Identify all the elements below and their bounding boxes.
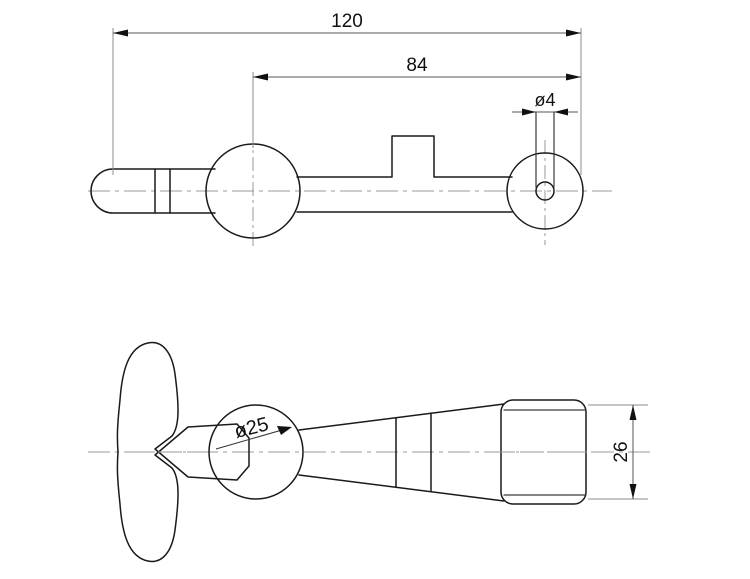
top-view-group: 120 84 ø4 [88, 11, 612, 250]
dim-o25-label: ø25 [232, 413, 271, 443]
dim-84-label: 84 [406, 55, 428, 76]
dim-26-label: 26 [611, 441, 632, 462]
bottom-view-group: ø25 26 [88, 341, 655, 563]
left-cap-extension-lines [169, 168, 216, 214]
left-cap-outline [90, 168, 171, 214]
dim-120-arrow-left [113, 29, 128, 37]
dim-84-arrow-right [566, 73, 581, 81]
dim-o25-leader-line [215, 427, 290, 450]
tapered-shaft-upper-edge [298, 403, 505, 431]
dim-84-arrow-left [253, 73, 268, 81]
dim-26-arrow-top [629, 405, 637, 420]
shaft-upper-edge-with-boss [296, 135, 513, 178]
dim-o4-label: ø4 [534, 90, 555, 110]
right-hub-circle [506, 152, 584, 230]
end-block-outline [500, 399, 587, 505]
dim-o25-arrow [277, 426, 292, 435]
hub-circle-o25 [208, 404, 304, 500]
tapered-shaft-lower-edge [298, 474, 505, 502]
dim-26-arrow-bottom [629, 484, 637, 499]
t-handle-outline [116, 341, 250, 563]
through-hole-circle [535, 181, 555, 201]
dim-120-label: 120 [331, 11, 363, 32]
dim-o4-arrow-right [554, 108, 568, 116]
dim-o4-arrow-left [522, 108, 536, 116]
dim-120-arrow-right [566, 29, 581, 37]
